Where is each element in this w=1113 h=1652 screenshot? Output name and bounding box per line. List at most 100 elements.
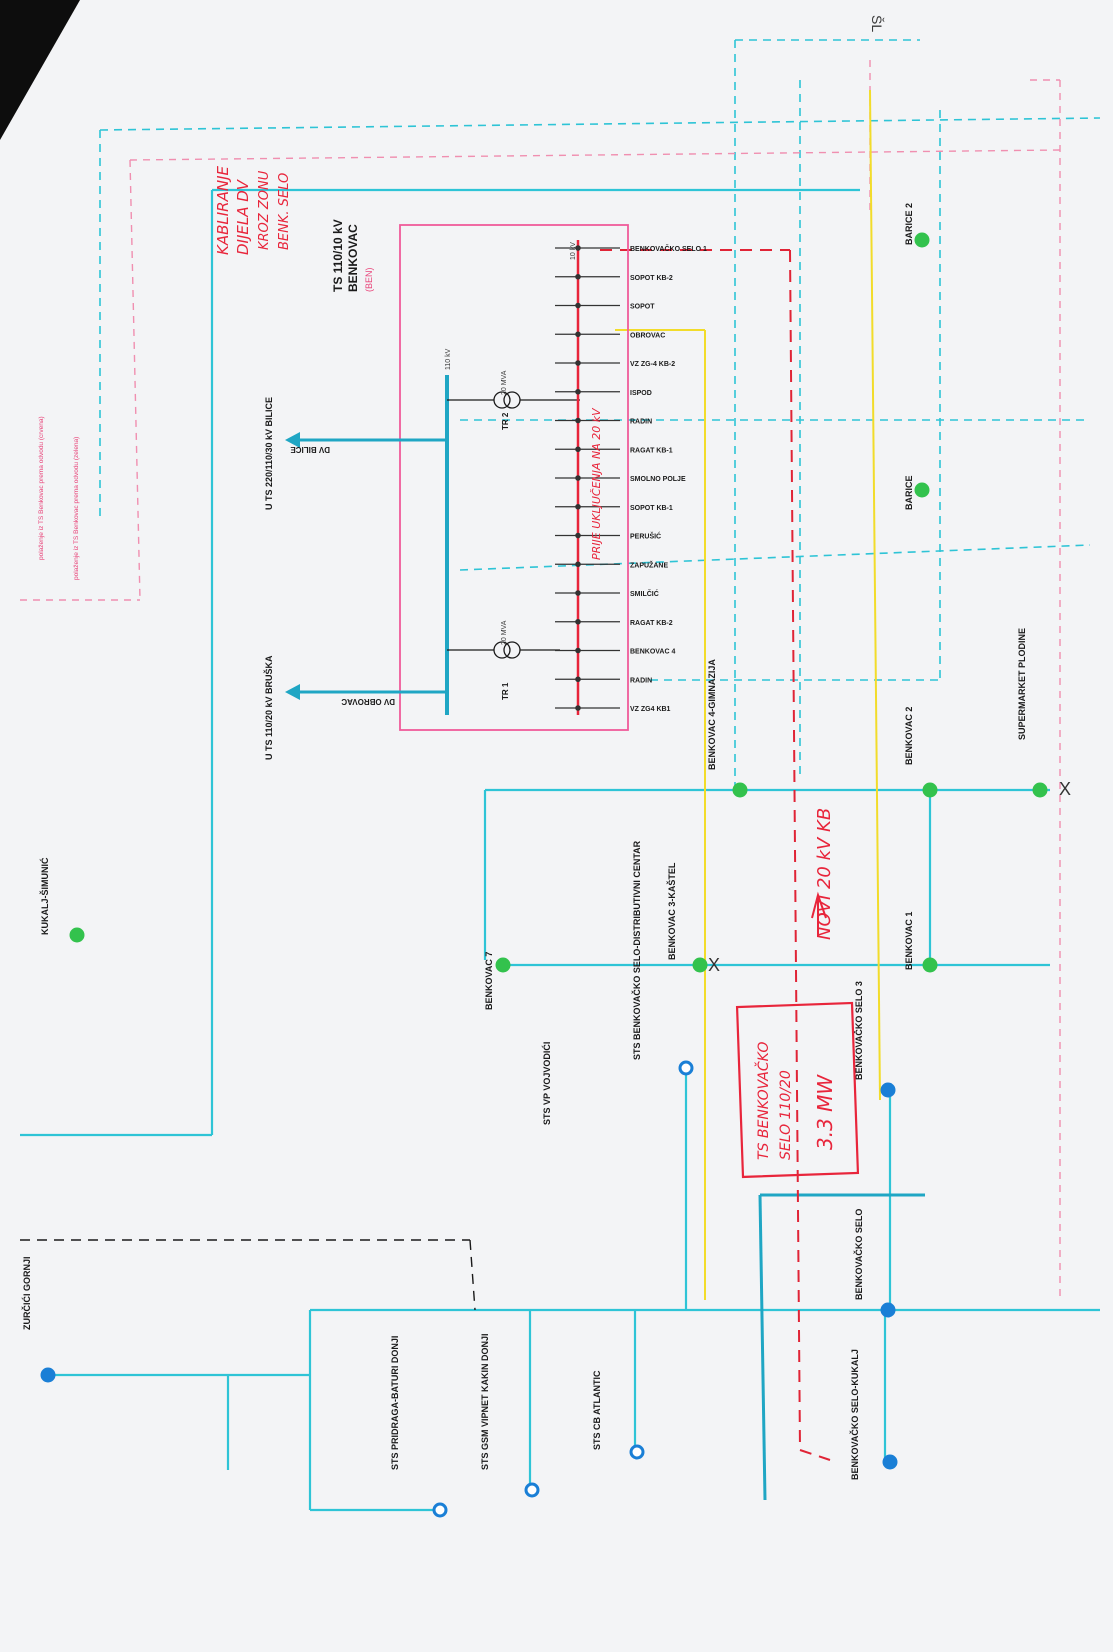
- station-node-icon: [1032, 782, 1048, 798]
- station-node-icon: [922, 957, 938, 973]
- hand-box-power: 3.3 MW: [813, 1074, 837, 1150]
- yellow-feeders: [615, 89, 881, 1300]
- station-label: BARICE 2: [904, 203, 914, 245]
- station-node-icon: [732, 782, 748, 798]
- feeder-breaker-icon: [575, 417, 581, 424]
- feeder-name: RADIN: [630, 677, 652, 684]
- station-label: BENKOVAČKO SELO: [853, 1209, 864, 1300]
- station-node-icon: [880, 1082, 896, 1098]
- feeder-ticks: [555, 245, 620, 711]
- feeder-name: SMOLNO POLJE: [630, 476, 686, 483]
- label-to-bilice: U TS 220/110/30 kV BILICE: [264, 397, 274, 510]
- corner-handwriting: ŠL: [869, 15, 885, 32]
- handwritten-box: [735, 1001, 860, 1179]
- feeder-name: OBROVAC: [630, 332, 665, 339]
- feeder-breaker-icon: [575, 331, 581, 338]
- hand-new-cable: NOVI 20 kV KB: [814, 808, 835, 940]
- station-label: STS BENKOVAČKO SELO-DISTRIBUTIVNI CENTAR: [631, 840, 642, 1060]
- station-node-icon: [524, 1482, 540, 1498]
- station-label: BENKOVAC 4-GIMNAZIJA: [707, 659, 717, 770]
- station-node-icon: [882, 1454, 898, 1470]
- transformers: [447, 391, 580, 659]
- rotated-diagram-content: TS 110/10 kV BENKOVAC (BEN) U TS 220/110…: [20, 15, 1101, 1518]
- feeder-name: VZ ZG-4 KB-2: [630, 361, 675, 368]
- feeder-name: PERUŠIĆ: [630, 532, 661, 541]
- scan-corner-shadow: [0, 0, 80, 140]
- open-switch-x-2: X: [1059, 779, 1071, 799]
- station-node-icon: [432, 1502, 448, 1518]
- station-label: KUKALJ-ŠIMUNIĆ: [39, 857, 50, 935]
- station-label: BARICE: [904, 475, 914, 510]
- feeder-breaker-icon: [575, 388, 581, 395]
- label-to-bruska: U TS 110/20 kV BRUŠKA: [263, 655, 274, 760]
- label-dv-bilice: DV BILICE: [290, 445, 330, 454]
- legend-note-2: polaženje iz TS Benkovac prema odvodu (z…: [73, 437, 80, 580]
- station-labels: ZURČIĆI GORNJI STS PRIDRAGA-BATURI DONJI S…: [21, 203, 1027, 1480]
- feeder-breaker-icon: [575, 273, 581, 280]
- feeder-breaker-icon: [575, 475, 581, 481]
- feeder-breaker-icon: [575, 647, 581, 654]
- feeder-breaker-icon: [575, 446, 581, 453]
- feeder-name: SOPOT: [630, 304, 655, 311]
- feeder-name: RAGAT KB-2: [630, 620, 673, 627]
- feeder-breaker-icon: [575, 532, 581, 539]
- station-label: STS VP VOJVODIĆI: [541, 1042, 552, 1125]
- feeder-bold-vertical: [758, 1194, 767, 1501]
- station-node-icon: [40, 1367, 56, 1383]
- feeder-name: RADIN: [630, 419, 652, 426]
- feeder-name: SOPOT KB-2: [630, 275, 673, 282]
- hand-box-line2: SELO 110/20: [778, 1070, 794, 1160]
- feeder-breaker-icon: [575, 561, 581, 568]
- feeder-name: ISPOD: [630, 390, 652, 397]
- feeder-name: RAGAT KB-1: [630, 447, 673, 454]
- label-tr2-rating: 20 MVA: [501, 370, 508, 395]
- feeder-name: BENKOVAC 4: [630, 649, 675, 656]
- station-label: STS CB ATLANTIC: [592, 1370, 602, 1450]
- station-node-icon: [692, 957, 708, 973]
- arrow-obrovac-icon: [285, 684, 300, 700]
- station-label: BENKOVAČKO SELO-KUKALJ: [849, 1349, 860, 1480]
- station-node-icon: [69, 927, 85, 943]
- station-label: ZURČIĆI GORNJI: [21, 1256, 32, 1330]
- cyan-feeders: [20, 188, 1100, 1512]
- hand-note-line1: KABLIRANJE: [214, 166, 232, 255]
- feeder-name: ZAPUŽANE: [630, 560, 668, 569]
- hand-box-line1: TS BENKOVAČKO: [754, 1042, 772, 1160]
- feeder-breaker-icon: [575, 705, 581, 711]
- label-10kv: 10 kV: [570, 242, 577, 260]
- feeder-name: VZ ZG4 KB1: [630, 706, 671, 713]
- dashed-cyan-lines: [99, 39, 1101, 790]
- station-node-icon: [914, 482, 930, 498]
- station-label: BENKOVAČKO SELO 3: [853, 981, 864, 1080]
- dashed-pink-lines: [20, 60, 1061, 1300]
- substation-boundary: [399, 224, 629, 731]
- feeder-name: SOPOT KB-1: [630, 505, 673, 512]
- hand-note-bus: PRIJE UKLJUČENJA NA 20 kV: [590, 407, 603, 560]
- feeder-breaker-icon: [575, 245, 581, 251]
- station-node-icon: [678, 1060, 694, 1076]
- legend-note-1: polaženje iz TS Benkovac prema odvodu (c…: [38, 416, 45, 560]
- station-label: BENKOVAC 2: [904, 707, 914, 765]
- station-label: STS PRIDRAGA-BATURI DONJI: [390, 1336, 400, 1470]
- substation-code: (BEN): [364, 267, 374, 292]
- station-label: BENKOVAC 1: [904, 912, 914, 970]
- arrow-bilice-icon: [285, 432, 300, 448]
- feeder-name: SMILČIĆ: [630, 589, 659, 598]
- station-node-icon: [495, 957, 511, 973]
- label-110kv: 110 kV: [445, 348, 452, 370]
- station-label: STS GSM VIPNET KAKIN DONJI: [480, 1333, 490, 1470]
- label-dv-obrovac: DV OBROVAC: [341, 697, 395, 706]
- substation-title: TS 110/10 kV: [331, 219, 345, 292]
- label-tr1: TR 1: [501, 682, 510, 700]
- station-node-icon: [629, 1444, 645, 1460]
- label-tr2: TR 2: [501, 412, 510, 430]
- label-tr1-rating: 20 MVA: [501, 620, 508, 645]
- station-node-icon: [922, 782, 938, 798]
- feeder-breaker-icon: [575, 503, 581, 510]
- feeder-breaker-icon: [575, 676, 581, 683]
- station-node-icon: [914, 232, 930, 248]
- new-cable-route: [600, 249, 831, 1461]
- substation-name: BENKOVAC: [346, 224, 360, 292]
